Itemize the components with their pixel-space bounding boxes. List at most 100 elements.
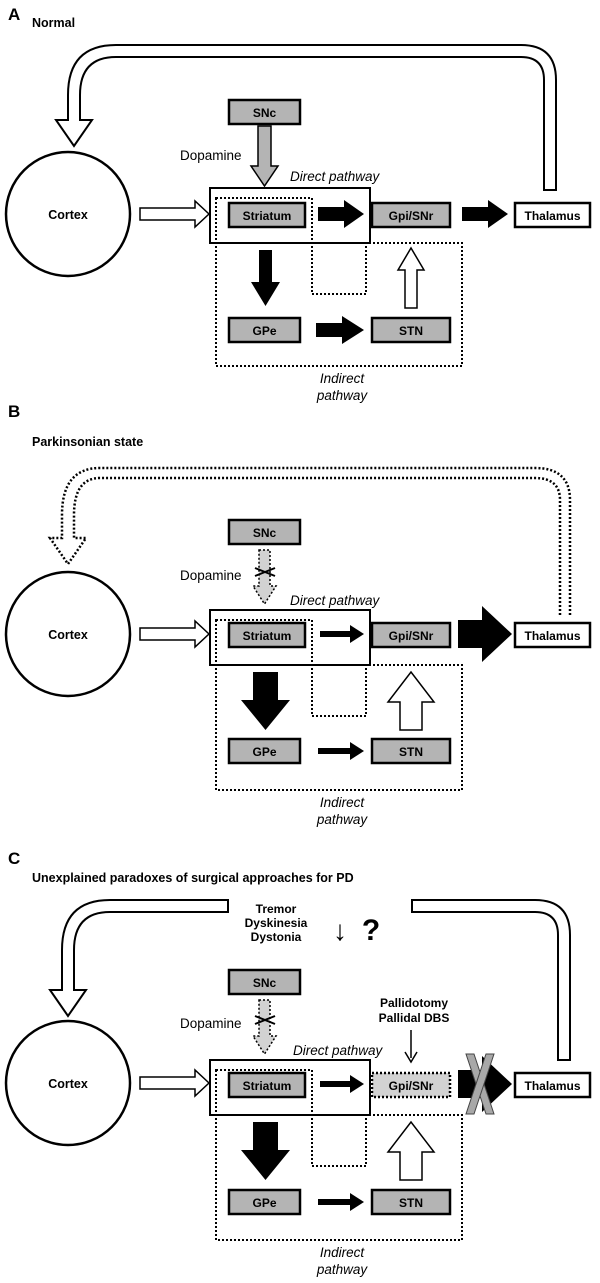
stn-gpi-arrow <box>386 1120 436 1181</box>
thalamus-cortex-feedback-arrow-left <box>48 899 229 1018</box>
gpe-stn-arrow <box>318 1193 364 1211</box>
stn-node <box>370 316 452 344</box>
striatum-gpe-arrow <box>241 672 290 730</box>
striatum-gpe-arrow <box>251 250 280 306</box>
cortex-striatum-arrow <box>139 199 211 229</box>
snc-node <box>227 98 302 126</box>
question-mark: ? <box>362 914 380 947</box>
symptom-tremor: Tremor <box>256 902 297 916</box>
blocked-x-icon <box>465 1053 495 1115</box>
surgery-down-arrow-icon <box>404 1030 418 1064</box>
striatum-label: Striatum <box>243 629 292 643</box>
surgery-pallidal-dbs: Pallidal DBS <box>379 1011 450 1025</box>
gpi-snr-label: Gpi/SNr <box>389 1079 434 1093</box>
symptom-dyskinesia: Dyskinesia <box>245 916 308 930</box>
panel-title: Normal <box>32 16 75 30</box>
surgery-pallidotomy: Pallidotomy <box>380 996 448 1010</box>
thalamus-cortex-feedback-arrow <box>54 44 557 191</box>
cortex-node <box>4 570 132 698</box>
direct-pathway-label: Direct pathway <box>290 169 381 184</box>
direct-pathway-frame <box>209 187 371 244</box>
striatum-node <box>227 1071 307 1099</box>
stn-node <box>370 1188 452 1216</box>
striatum-node <box>227 621 307 649</box>
indirect-pathway-label-1: Indirect <box>320 1245 366 1260</box>
stn-node <box>370 737 452 765</box>
indirect-pathway-label-2: pathway <box>316 812 369 827</box>
panel-letter: C <box>8 849 20 868</box>
striatum-gpi-arrow <box>320 1075 364 1093</box>
cortex-label: Cortex <box>48 628 88 642</box>
panel-letter: A <box>8 5 20 24</box>
indirect-pathway-label-1: Indirect <box>320 795 366 810</box>
gpe-label: GPe <box>252 1196 276 1210</box>
striatum-gpe-arrow <box>241 1122 290 1180</box>
blocked-x-icon <box>254 567 276 577</box>
striatum-gpi-arrow <box>320 625 364 643</box>
dopamine-label: Dopamine <box>180 568 242 583</box>
striatum-node <box>227 201 307 229</box>
snc-label: SNc <box>253 106 277 120</box>
dopamine-label: Dopamine <box>180 148 242 163</box>
gpi-snr-node <box>370 621 452 649</box>
gpi-thalamus-arrow <box>458 606 512 662</box>
dopamine-label: Dopamine <box>180 1016 242 1031</box>
cortex-node <box>4 150 132 278</box>
stn-gpi-arrow <box>386 670 436 731</box>
indirect-pathway-frame <box>215 1069 463 1241</box>
cortex-label: Cortex <box>48 1077 88 1091</box>
thalamus-cortex-feedback-arrow-right <box>411 899 571 1061</box>
striatum-gpi-arrow <box>318 200 364 228</box>
panel-c: C Unexplained paradoxes of surgical appr… <box>4 849 592 1277</box>
gpi-snr-label: Gpi/SNr <box>389 209 434 223</box>
thalamus-node <box>513 201 592 229</box>
panel-b: B Parkinsonian state Cortex SNc Dopamine… <box>4 402 592 827</box>
stn-gpi-arrow <box>396 246 426 309</box>
gpe-label: GPe <box>252 324 276 338</box>
direct-pathway-frame <box>209 1059 371 1116</box>
dopamine-arrow <box>249 125 280 188</box>
striatum-label: Striatum <box>243 1079 292 1093</box>
gpe-node <box>227 737 302 765</box>
indirect-pathway-frame <box>215 619 463 791</box>
gpi-snr-label: Gpi/SNr <box>389 629 434 643</box>
gpi-snr-node <box>370 201 452 229</box>
direct-pathway-frame <box>209 609 371 666</box>
symptom-dystonia: Dystonia <box>251 930 302 944</box>
gpe-node <box>227 316 302 344</box>
thalamus-label: Thalamus <box>524 1079 580 1093</box>
indirect-pathway-frame <box>215 197 463 367</box>
thalamus-cortex-feedback-arrow <box>47 466 572 615</box>
snc-node <box>227 518 302 546</box>
cortex-striatum-arrow <box>139 1068 211 1098</box>
thalamus-label: Thalamus <box>524 209 580 223</box>
gpe-stn-arrow <box>318 742 364 760</box>
snc-label: SNc <box>253 976 277 990</box>
blocked-x-icon <box>254 1015 276 1025</box>
indirect-pathway-label-2: pathway <box>316 1262 369 1277</box>
cortex-striatum-arrow <box>139 619 211 649</box>
panel-a: A Normal Cortex SNc Dopamine Direct path… <box>4 5 592 403</box>
gpi-snr-node <box>370 1071 452 1099</box>
cortex-label: Cortex <box>48 208 88 222</box>
gpe-stn-arrow <box>316 316 364 344</box>
dopamine-arrow <box>251 999 278 1056</box>
thalamus-node <box>513 1071 592 1099</box>
striatum-label: Striatum <box>243 209 292 223</box>
stn-label: STN <box>399 745 423 759</box>
stn-label: STN <box>399 324 423 338</box>
gpe-label: GPe <box>252 745 276 759</box>
gpe-node <box>227 1188 302 1216</box>
thalamus-node <box>513 621 592 649</box>
indirect-pathway-label-2: pathway <box>316 388 369 403</box>
down-arrow-icon: ↓ <box>333 915 347 946</box>
snc-label: SNc <box>253 526 277 540</box>
dopamine-arrow <box>251 549 278 606</box>
gpi-thalamus-arrow <box>462 200 508 228</box>
indirect-pathway-label-1: Indirect <box>320 371 366 386</box>
snc-node <box>227 968 302 996</box>
direct-pathway-label: Direct pathway <box>290 593 381 608</box>
direct-pathway-label: Direct pathway <box>293 1043 384 1058</box>
panel-title: Unexplained paradoxes of surgical approa… <box>32 871 354 885</box>
